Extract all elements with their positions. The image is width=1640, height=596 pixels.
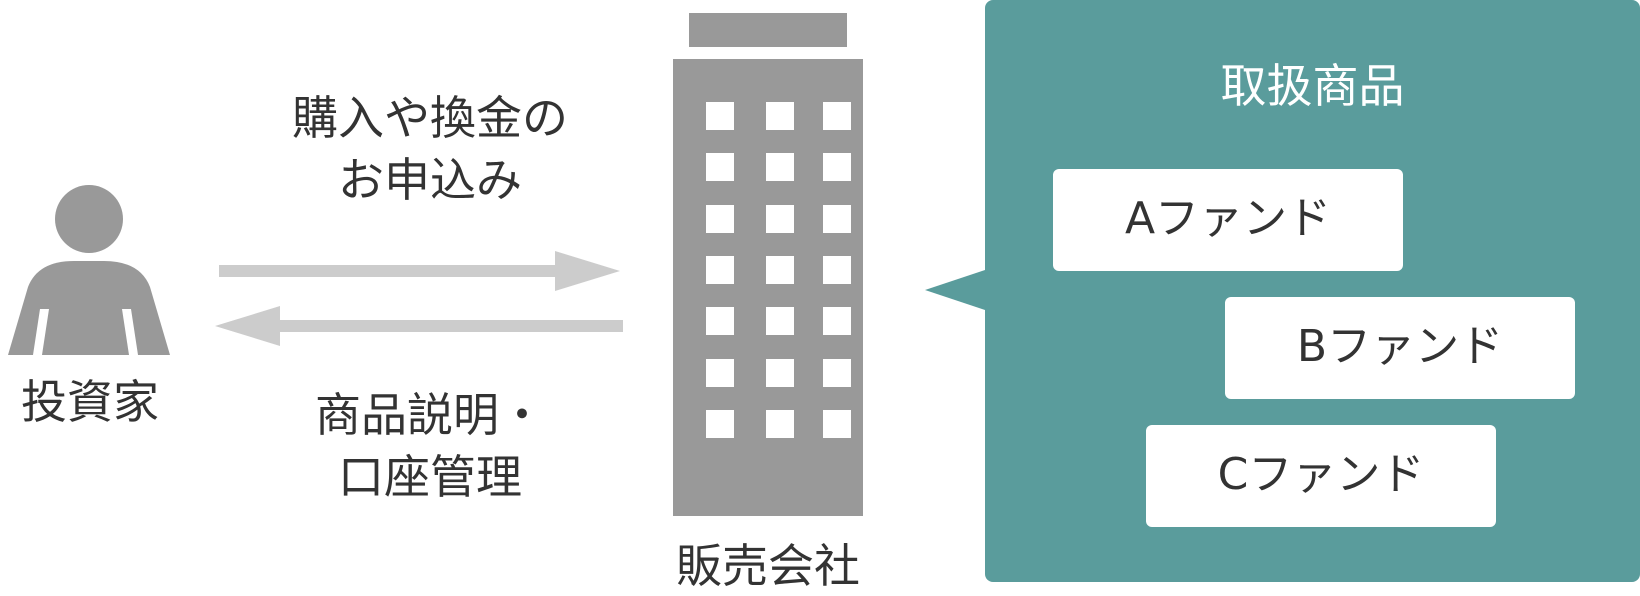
building-window	[823, 153, 851, 181]
fund-label-a: Aファンド	[1124, 193, 1332, 244]
building-window	[706, 153, 734, 181]
fund-label-b: Bファンド	[1296, 321, 1504, 372]
purchase-label-line1: 購入や換金の	[292, 91, 568, 145]
fund-box-a: Aファンド	[1053, 169, 1403, 271]
building-roof	[689, 13, 847, 47]
building-window	[706, 102, 734, 130]
building-window	[823, 410, 851, 438]
building-icon	[673, 59, 863, 516]
fund-box-b: Bファンド	[1225, 297, 1575, 399]
flow-arrows	[215, 251, 623, 346]
building-window	[823, 205, 851, 233]
investor-label: 投資家	[21, 375, 159, 429]
building-window	[706, 205, 734, 233]
arrow-right	[219, 251, 620, 291]
building-window	[766, 359, 794, 387]
investor-head	[55, 185, 123, 253]
company-label: 販売会社	[676, 539, 860, 593]
building-window	[823, 256, 851, 284]
building-window	[766, 256, 794, 284]
building-window	[706, 307, 734, 335]
building-window	[766, 205, 794, 233]
service-label-line2: 口座管理	[338, 450, 522, 504]
building-window	[823, 359, 851, 387]
arrow-left	[215, 306, 623, 346]
building-window	[823, 307, 851, 335]
building-window	[706, 359, 734, 387]
building-window	[766, 102, 794, 130]
building-window	[766, 153, 794, 181]
building-window	[706, 410, 734, 438]
fund-label-c: Cファンド	[1217, 449, 1425, 500]
building-window	[823, 102, 851, 130]
building-window	[766, 410, 794, 438]
investor-icon	[8, 261, 170, 355]
service-label-line1: 商品説明・	[315, 388, 545, 442]
building-window	[766, 307, 794, 335]
products-title: 取扱商品	[1220, 59, 1405, 113]
fund-box-c: Cファンド	[1146, 425, 1496, 527]
purchase-label-line2: お申込み	[338, 153, 522, 207]
building-window	[706, 256, 734, 284]
